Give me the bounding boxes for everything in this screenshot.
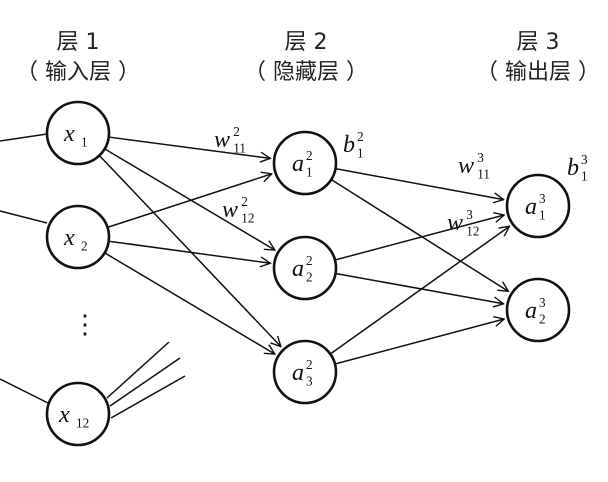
x12-out-stub-1 [106,341,170,399]
edge-a22-a23 [335,272,504,303]
edge-x1-a12 [108,136,271,158]
node-circle [272,130,338,196]
layer-1-title: 层 1 [56,30,100,55]
node-circle [45,381,111,447]
edge-a32-a13 [329,226,509,355]
node-circle [45,204,111,270]
layer-1-header: 层 1 （ 输入层 ） [0,28,156,88]
input-stub-x12 [0,378,49,404]
node-circle [45,100,111,166]
layer-3-subtitle: （ 输出层 ） [476,60,600,85]
input-stub-x2 [0,210,48,224]
node-circle [272,339,338,405]
edge-x1-a32 [98,154,281,346]
edge-x2-a12 [107,174,271,229]
input-stubs [0,133,186,419]
edge-x1-a22 [104,148,275,250]
edge-a12-a23 [330,178,508,292]
edges-group [98,136,509,365]
x12-out-stub-2 [109,357,181,407]
node-circle [272,235,338,301]
node-circle [505,173,571,239]
edge-a32-a23 [334,319,504,365]
layer-2-header: 层 2 （ 隐藏层 ） [228,28,384,88]
x12-out-stub-3 [110,375,186,419]
edge-x2-a32 [104,252,275,354]
layer-1-subtitle: （ 输入层 ） [16,60,140,85]
edge-a12-a13 [335,167,503,200]
edge-x2-a22 [108,240,271,263]
layer-3-title: 层 3 [516,30,560,55]
layer-2-subtitle: （ 隐藏层 ） [244,60,368,85]
layer-2-title: 层 2 [284,30,328,55]
ellipsis: ⋮ [72,310,98,339]
layer-3-header: 层 3 （ 输出层 ） [460,28,608,88]
input-stub-x1 [0,133,48,142]
node-circle [505,277,571,343]
edge-a22-a13 [334,215,504,261]
